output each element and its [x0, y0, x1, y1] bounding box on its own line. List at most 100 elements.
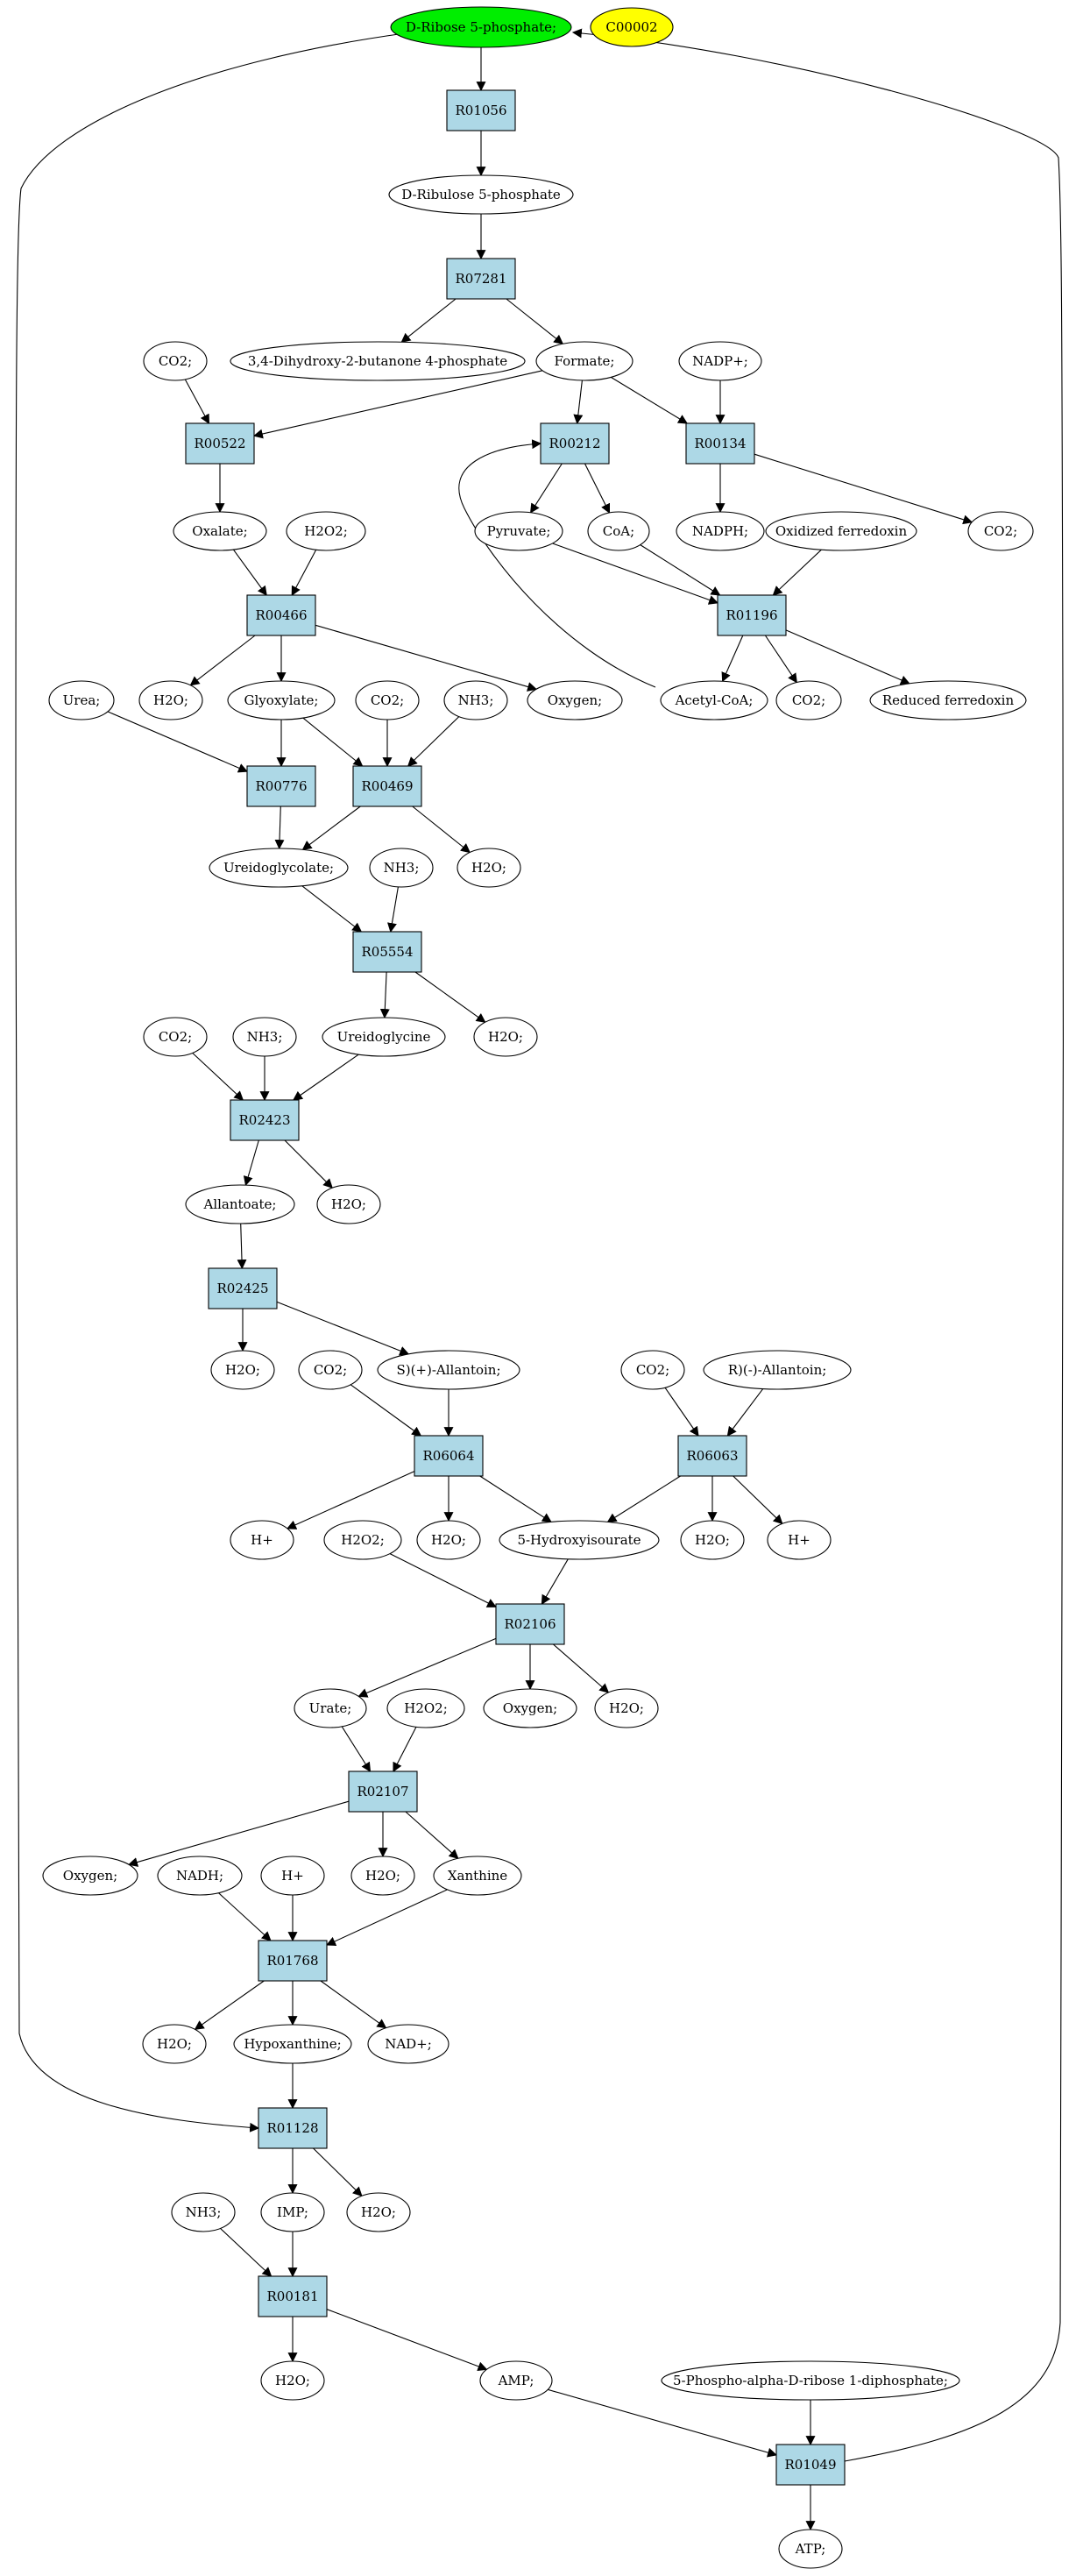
- edge-n65-to-n69: [218, 1892, 272, 1941]
- reaction-box: [414, 1435, 484, 1477]
- edge-n39-to-n41: [292, 1054, 359, 1101]
- edge-n36-to-n39: [379, 971, 390, 1019]
- compound-ellipse: [138, 680, 203, 720]
- compound-ellipse: [416, 1520, 481, 1560]
- compound-ellipse: [323, 1520, 402, 1560]
- reaction-node-n51: R06063: [677, 1435, 747, 1477]
- node-label: CO2;: [159, 1029, 192, 1045]
- node-label: R02425: [216, 1281, 268, 1296]
- compound-node-n19: CO2;: [967, 511, 1034, 551]
- node-label: H2O;: [488, 1029, 523, 1045]
- edge-n26-to-n32: [407, 716, 460, 767]
- node-label: R01056: [455, 103, 506, 118]
- node-label: NH3;: [384, 860, 420, 876]
- node-label: CO2;: [792, 692, 825, 708]
- edge-n14-to-n20: [291, 550, 317, 596]
- edge-n37-to-n41: [192, 1052, 244, 1101]
- node-label: R05554: [361, 944, 413, 960]
- reaction-node-n81: R01049: [775, 2444, 846, 2486]
- edge-n15-to-n21: [552, 543, 719, 605]
- compound-ellipse: [230, 341, 526, 381]
- node-label: S)(+)-Allantoin;: [396, 1362, 500, 1378]
- compound-ellipse: [298, 1350, 363, 1390]
- node-label: H2O2;: [404, 1700, 448, 1716]
- node-label: H2O;: [225, 1362, 260, 1378]
- compound-node-n9: NADP+;: [678, 341, 762, 381]
- compound-node-n25: CO2;: [355, 680, 420, 720]
- node-label: H+: [281, 1868, 304, 1884]
- edge-n11-to-n16: [584, 463, 610, 514]
- compound-node-n27: Oxygen;: [527, 680, 623, 720]
- edge-n46-to-n50: [350, 1384, 422, 1437]
- node-label: R02423: [238, 1112, 290, 1128]
- reaction-box: [208, 1267, 278, 1309]
- node-label: CO2;: [984, 523, 1017, 539]
- compound-ellipse: [775, 680, 842, 720]
- reaction-box: [348, 1771, 418, 1813]
- compound-node-n8: Formate;: [535, 341, 634, 381]
- compound-node-n71: Hypoxanthine;: [233, 2024, 352, 2064]
- compound-ellipse: [778, 2529, 843, 2569]
- reaction-box: [185, 422, 255, 465]
- node-label: R01049: [784, 2457, 836, 2473]
- node-label: R)(-)-Allantoin;: [728, 1362, 827, 1378]
- compound-ellipse: [474, 511, 563, 551]
- compound-node-n56: H2O;: [680, 1520, 745, 1560]
- node-layer: D-Ribose 5-phosphate;C00002R01056D-Ribul…: [42, 6, 1034, 2569]
- edge-n69-to-n72: [320, 1980, 387, 2029]
- compound-node-n14: H2O2;: [286, 511, 366, 551]
- compound-node-n39: Ureidoglycine: [322, 1017, 446, 1057]
- compound-ellipse: [676, 511, 765, 551]
- compound-ellipse: [377, 1350, 520, 1390]
- node-label: Urate;: [309, 1700, 352, 1716]
- compound-ellipse: [171, 2192, 236, 2232]
- compound-ellipse: [594, 1688, 659, 1728]
- compound-ellipse: [590, 7, 674, 47]
- compound-node-n42: Allantoate;: [185, 1184, 295, 1224]
- edge-n1-to-n73: [15, 32, 406, 2132]
- node-label: R06064: [422, 1448, 474, 1464]
- node-label: 5-Phospho-alpha-D-ribose 1-diphosphate;: [673, 2373, 948, 2388]
- edge-n68-to-n69: [326, 1889, 448, 1946]
- node-label: Hypoxanthine;: [244, 2036, 341, 2052]
- edge-n6-to-n10: [184, 379, 210, 424]
- node-label: Ureidoglycolate;: [223, 860, 334, 876]
- edge-n50-to-n55: [479, 1475, 552, 1522]
- compound-ellipse: [473, 1017, 538, 1057]
- edge-n53-to-n58: [389, 1553, 497, 1607]
- compound-node-n22: Urea;: [48, 680, 115, 720]
- edge-n36-to-n40: [414, 971, 486, 1023]
- compound-node-n45: H2O;: [210, 1350, 275, 1390]
- node-label: Oxidized ferredoxin: [775, 523, 908, 539]
- node-label: R00466: [255, 607, 307, 623]
- compound-ellipse: [143, 1017, 208, 1057]
- compound-node-n52: H+: [230, 1520, 294, 1560]
- edge-n21-to-n29: [764, 635, 797, 684]
- compound-node-n29: CO2;: [775, 680, 842, 720]
- reaction-box: [677, 1435, 747, 1477]
- reaction-box: [258, 1940, 328, 1982]
- node-label: R00522: [194, 436, 245, 451]
- edge-n49-to-n51: [726, 1388, 764, 1437]
- compound-node-n47: S)(+)-Allantoin;: [377, 1350, 520, 1390]
- compound-ellipse: [433, 1856, 522, 1896]
- edge-n21-to-n30: [785, 629, 910, 685]
- reaction-node-n41: R02423: [230, 1099, 300, 1141]
- compound-node-n1: D-Ribose 5-phosphate;: [390, 6, 572, 48]
- reaction-node-n12: R00134: [685, 422, 755, 465]
- reaction-node-n31: R00776: [246, 765, 316, 807]
- node-label: CO2;: [159, 353, 192, 369]
- node-label: R02107: [357, 1784, 408, 1799]
- compound-node-n16: CoA;: [587, 511, 650, 551]
- reaction-box: [775, 2444, 846, 2486]
- node-label: H2O;: [695, 1532, 730, 1548]
- edge-n51-to-n55: [606, 1475, 681, 1523]
- node-label: R00134: [694, 436, 746, 451]
- compound-node-n48: CO2;: [620, 1350, 685, 1390]
- edge-n50-to-n52: [286, 1471, 415, 1529]
- edge-n24-to-n32: [302, 717, 364, 767]
- node-label: H+: [788, 1532, 810, 1548]
- edge-n28-to-n11: [458, 439, 656, 688]
- compound-ellipse: [42, 1856, 138, 1896]
- compound-node-n30: Reduced ferredoxin: [869, 680, 1027, 720]
